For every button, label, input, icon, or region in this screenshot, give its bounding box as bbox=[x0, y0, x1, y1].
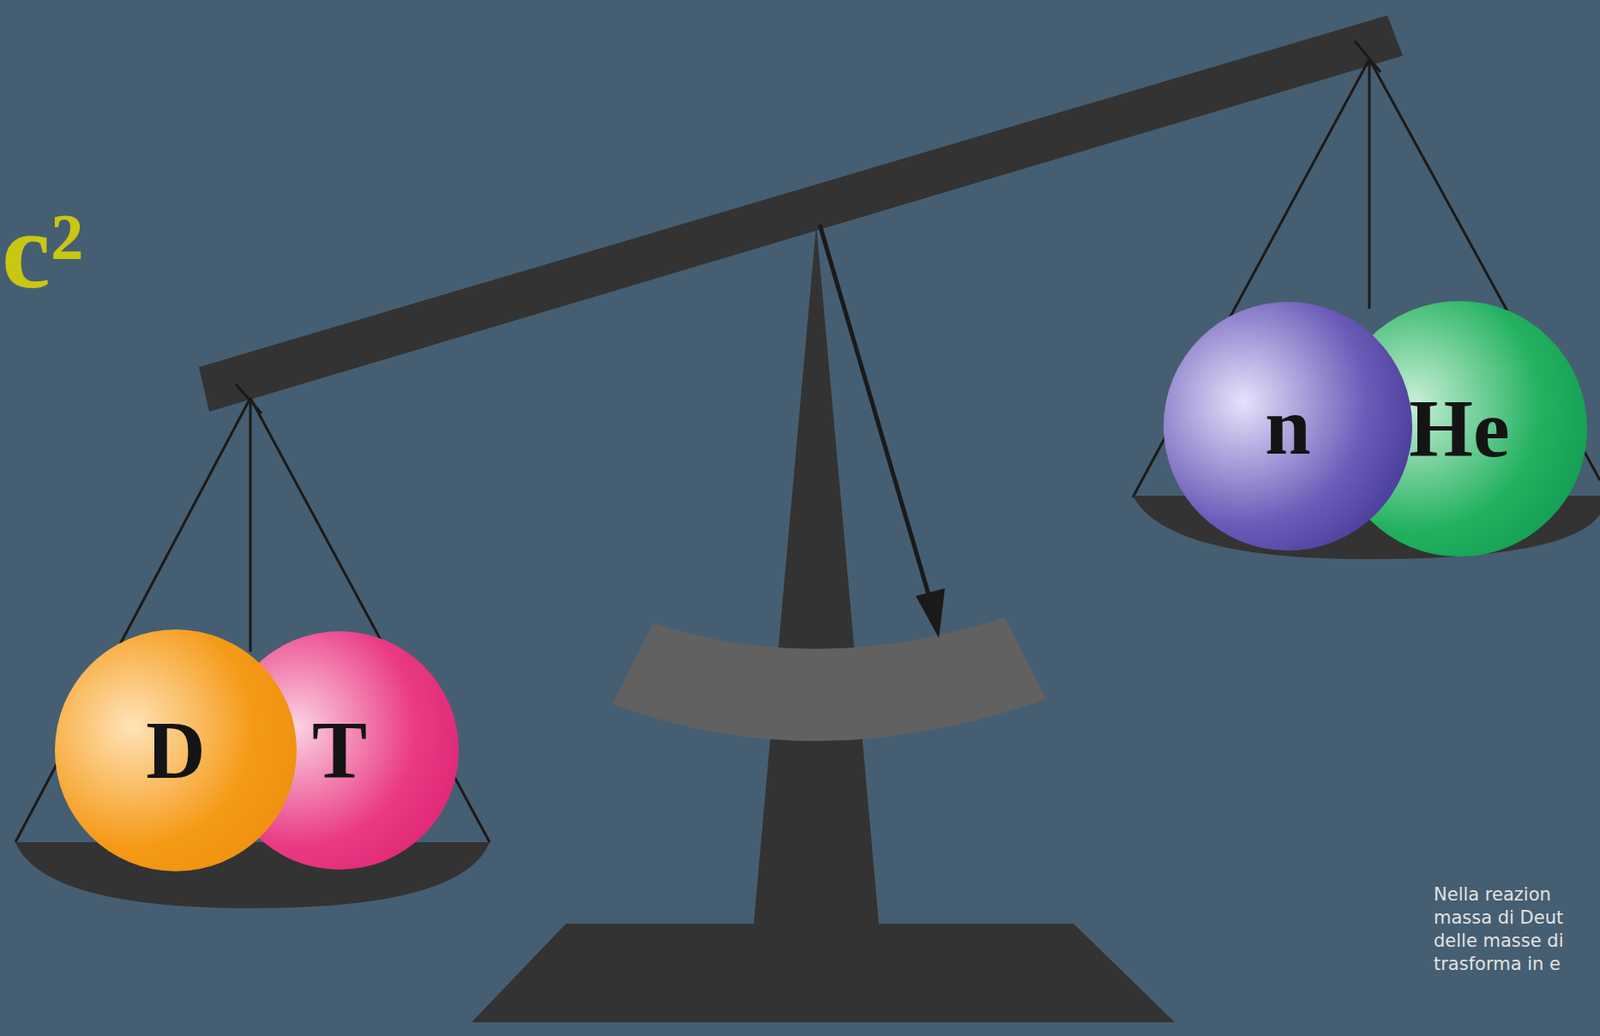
caption: Nella reazion massa di Deut delle masse … bbox=[1433, 883, 1582, 976]
particle-symbol: n bbox=[1264, 384, 1311, 468]
scale-base bbox=[471, 923, 1175, 1023]
particle-circle: D bbox=[54, 629, 297, 872]
left-pan bbox=[15, 842, 490, 909]
scale-stand bbox=[753, 224, 879, 924]
particle-symbol: He bbox=[1408, 387, 1510, 470]
particle-symbol: D bbox=[145, 709, 205, 792]
pointer-head bbox=[915, 588, 945, 638]
particle-circle: n bbox=[1163, 301, 1413, 551]
formula-label: c² bbox=[1, 195, 84, 306]
scale-dial bbox=[612, 617, 1047, 741]
pointer bbox=[819, 224, 931, 601]
particle-symbol: T bbox=[312, 709, 367, 792]
